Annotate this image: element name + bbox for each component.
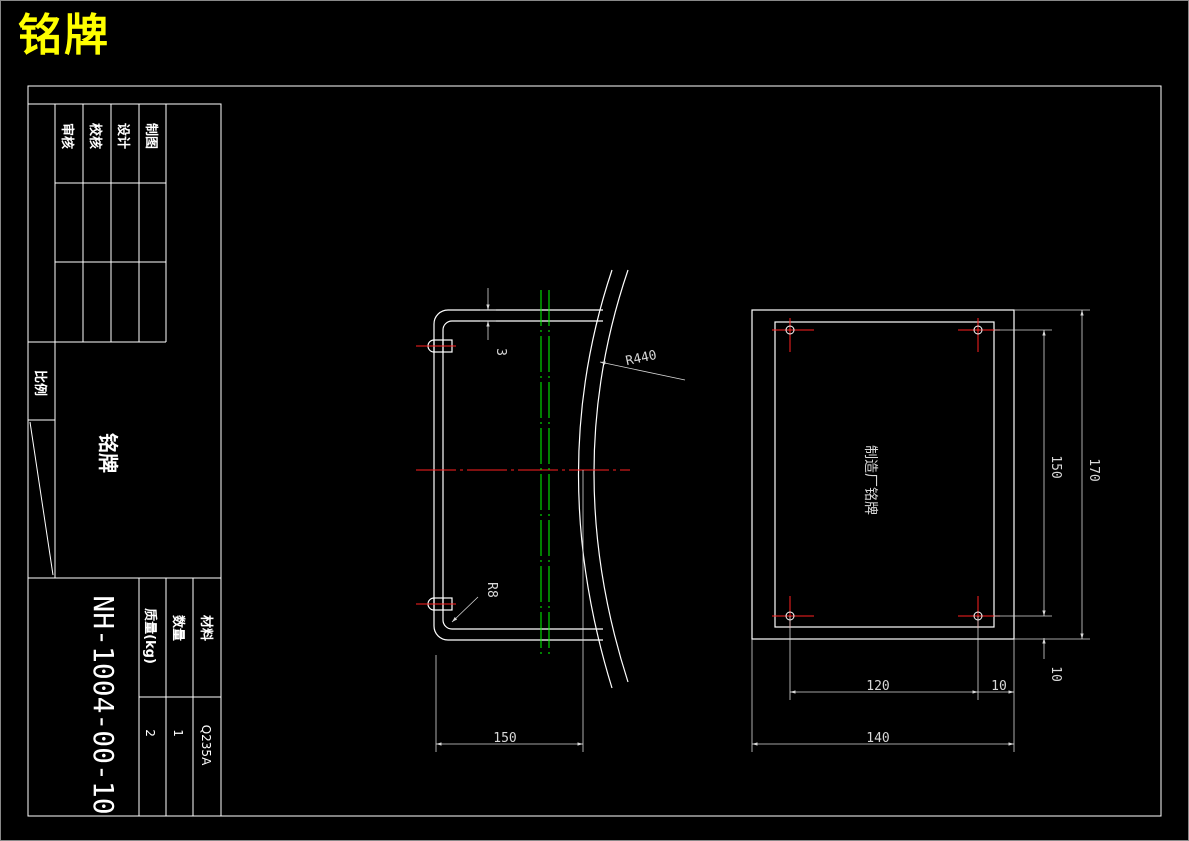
plate-outer (751, 309, 1015, 640)
material-fields: 材料 数量 质量(kg) Q235A 1 2 (142, 608, 214, 766)
role-label: 设计 (115, 123, 131, 149)
side-dimensions (435, 288, 686, 752)
part-name: 铭牌 (96, 433, 120, 473)
curved-surface-outer (593, 269, 629, 683)
dim-bottom-margin: 10 (1048, 666, 1063, 682)
page-title: 铭牌 (18, 10, 110, 61)
plate-outline-inner (442, 320, 603, 630)
side-view (427, 269, 629, 689)
plate-inner (774, 321, 995, 628)
dim-radius-bend: R8 (484, 582, 499, 598)
curved-surface-inner (577, 269, 613, 689)
role-label: 校核 (87, 123, 103, 149)
field-value: 2 (143, 729, 157, 737)
dim-width: 140 (866, 731, 889, 746)
dim-hole-spacing: 120 (866, 679, 889, 694)
drawing-number: NH-1004-00-10 (87, 595, 120, 814)
field-value: Q235A (199, 725, 213, 766)
dim-outer-height: 170 (1086, 458, 1101, 481)
scale-label: 比例 (32, 370, 48, 396)
hole (785, 325, 795, 335)
mounting-holes (772, 318, 1000, 628)
field-label: 数量 (170, 615, 186, 641)
field-label: 质量(kg) (142, 608, 158, 664)
field-label: 材料 (198, 615, 214, 641)
hidden-lines (540, 290, 550, 655)
plate-text: 制造厂铭牌 (862, 445, 879, 515)
title-block (27, 103, 222, 817)
plate-outline-outer (433, 309, 603, 641)
dim-side-margin: 10 (991, 679, 1007, 694)
side-centerlines (416, 345, 630, 605)
field-value: 1 (171, 729, 185, 737)
hole (973, 325, 983, 335)
front-dimensions (751, 309, 1090, 752)
role-labels: 制图 设计 校核 审核 (59, 123, 159, 149)
dim-radius-outer: R440 (624, 348, 658, 369)
role-label: 审核 (59, 123, 75, 149)
dim-thickness: 3 (493, 348, 508, 356)
dim-inner-height: 150 (1048, 455, 1063, 478)
front-view (751, 309, 1015, 640)
dim-side-width: 150 (493, 731, 516, 746)
role-label: 制图 (143, 123, 159, 149)
